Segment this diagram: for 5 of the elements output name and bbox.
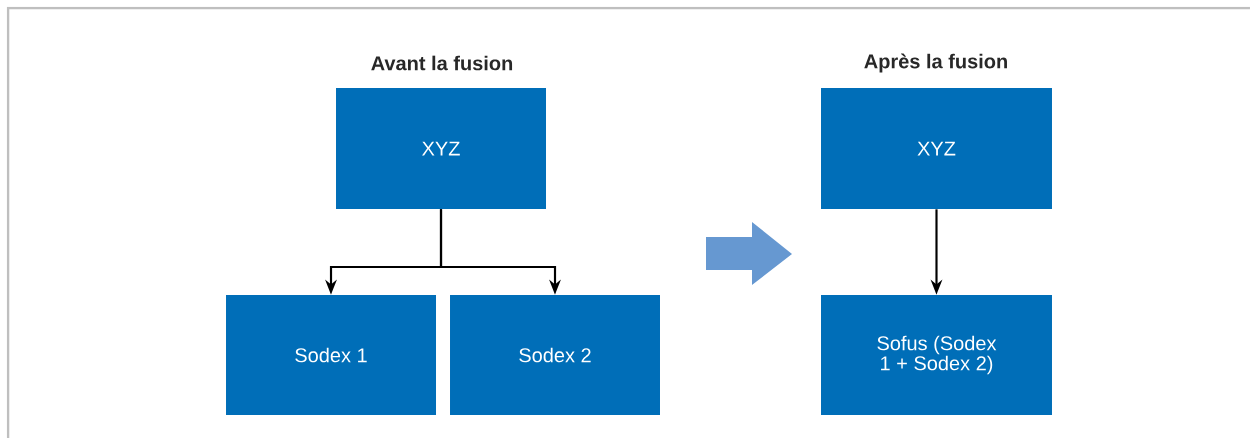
company-box: Sodex 1: [226, 295, 436, 415]
company-box: Sodex 2: [450, 295, 660, 415]
company-box: XYZ: [336, 88, 546, 209]
company-box: Sofus (Sodex 1 + Sodex 2): [821, 295, 1052, 415]
company-box: XYZ: [821, 88, 1052, 209]
